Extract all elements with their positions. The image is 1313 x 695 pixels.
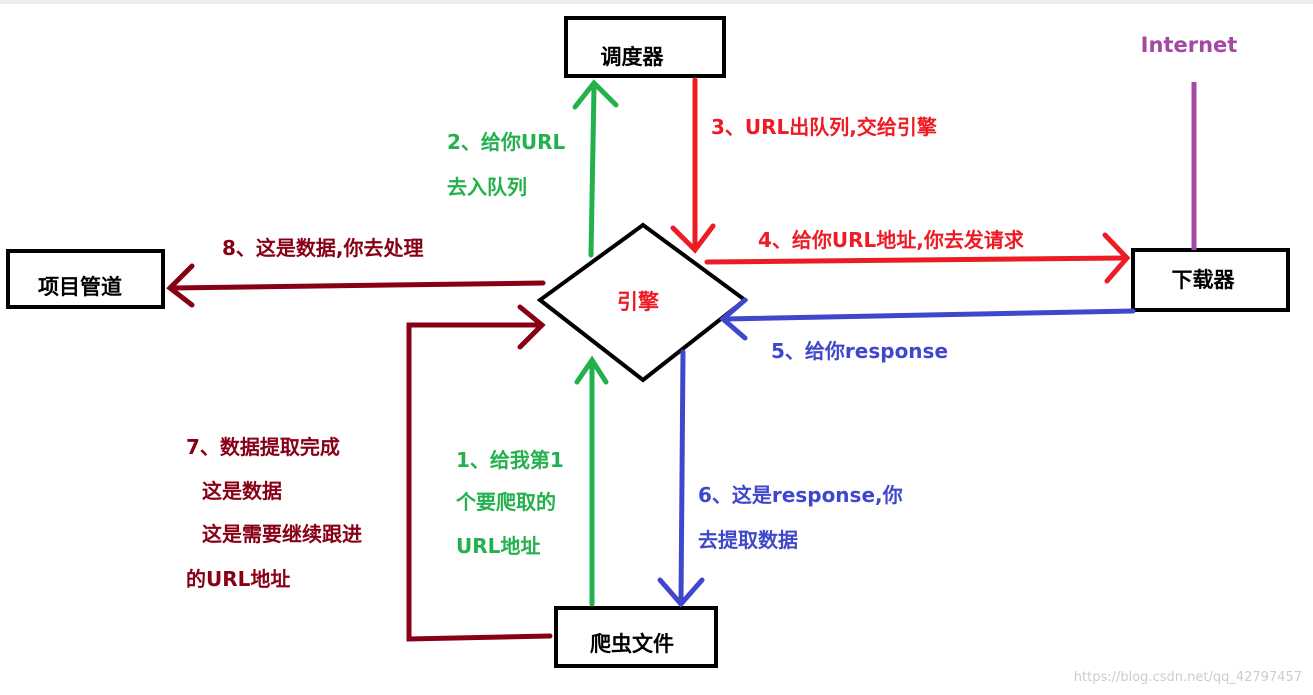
arrow-step7	[406, 304, 553, 642]
top-border	[0, 0, 1313, 4]
spider-label: 爬虫文件	[590, 632, 674, 656]
arrow-step2	[572, 79, 619, 258]
arrow-step6	[657, 349, 705, 608]
label-step2: 2、给你URL 去入队列	[447, 130, 572, 199]
engine-label: 引擎	[617, 290, 659, 314]
arrow-step3	[670, 77, 716, 254]
label-step3: 3、URL出队列,交给引擎	[711, 115, 937, 139]
label-step8: 8、这是数据,你去处理	[222, 236, 424, 260]
engine-node: 引擎	[536, 222, 749, 383]
scheduler-node: 调度器	[564, 16, 726, 78]
arrow-step1	[574, 355, 609, 607]
label-step6: 6、这是response,你 去提取数据	[698, 483, 910, 552]
scheduler-label: 调度器	[601, 45, 665, 69]
label-step5: 5、给你response	[771, 339, 948, 363]
downloader-node: 下载器	[1131, 248, 1290, 312]
label-step7: 7、数据提取完成 这是数据 这是需要继续跟进 的URL地址	[186, 435, 369, 591]
pipeline-label: 项目管道	[38, 275, 122, 299]
label-step4: 4、给你URL地址,你去发请求	[758, 228, 1025, 252]
label-step1: 1、给我第1 个要爬取的 URL地址	[455, 448, 571, 558]
downloader-label: 下载器	[1172, 268, 1236, 292]
spider-node: 爬虫文件	[554, 606, 718, 668]
arrow-step4	[704, 232, 1131, 284]
watermark-text: https://blog.csdn.net/qq_42797457	[1074, 670, 1302, 685]
arrow-step5	[719, 297, 1136, 341]
internet-label: Internet	[1141, 33, 1238, 57]
arrow-step8	[166, 263, 546, 308]
pipeline-node: 项目管道	[6, 249, 165, 309]
